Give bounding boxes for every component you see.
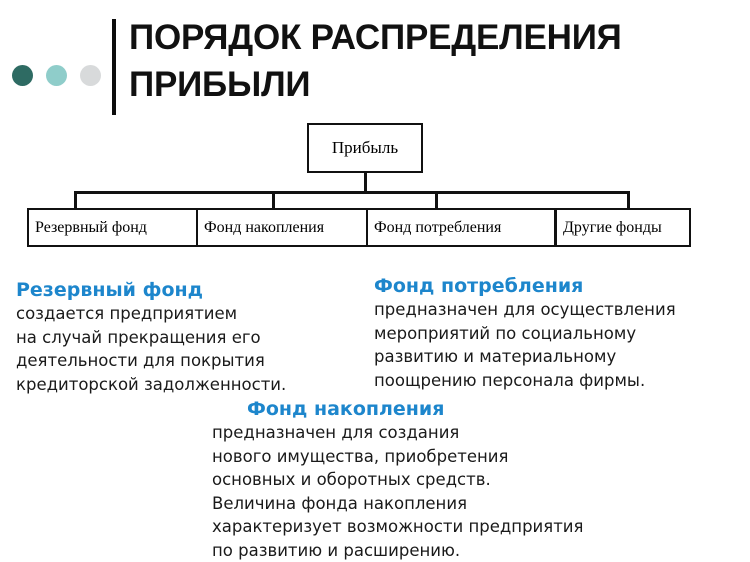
connector-horizontal-bus: [74, 191, 630, 194]
diagram-node-consumption-fund-label: Фонд потребления: [374, 218, 502, 236]
description-accumulation-fund-body: предназначен для создания нового имущест…: [212, 423, 584, 560]
connector-leaf-4-vertical: [627, 191, 630, 209]
description-accumulation-fund: Фонд накопления предназначен для создани…: [212, 398, 632, 562]
connector-root-vertical: [364, 173, 367, 193]
connector-leaf-2-vertical: [272, 191, 275, 209]
description-reserve-fund-heading: Резервный фонд: [16, 279, 203, 301]
description-reserve-fund: Резервный фонд создается предприятием на…: [16, 279, 361, 396]
dot-dark-teal-icon: [12, 65, 33, 86]
diagram-node-reserve-fund: Резервный фонд: [27, 208, 209, 247]
diagram-node-accumulation-fund: Фонд накопления: [196, 208, 371, 247]
diagram-node-other-funds: Другие фонды: [555, 208, 691, 247]
decorative-dots: [12, 65, 101, 86]
diagram-node-consumption-fund: Фонд потребления: [366, 208, 556, 247]
description-consumption-fund-body: предназначен для осуществления мероприят…: [374, 300, 676, 390]
diagram-node-accumulation-fund-label: Фонд накопления: [204, 218, 325, 236]
slide-header: Порядок распределения прибыли: [0, 0, 750, 120]
description-reserve-fund-body: создается предприятием на случай прекращ…: [16, 304, 287, 394]
dot-light-teal-icon: [46, 65, 67, 86]
description-consumption-fund: Фонд потребления предназначен для осущес…: [370, 275, 745, 392]
description-consumption-fund-heading: Фонд потребления: [374, 275, 584, 297]
diagram-node-other-funds-label: Другие фонды: [563, 218, 662, 236]
connector-leaf-3-vertical: [435, 191, 438, 209]
connector-leaf-1-vertical: [74, 191, 77, 209]
diagram-node-root: Прибыль: [307, 123, 423, 173]
header-divider-bar: [112, 19, 116, 115]
page-title: Порядок распределения прибыли: [129, 18, 622, 104]
dot-grey-icon: [80, 65, 101, 86]
profit-distribution-diagram: Прибыль Резервный фонд Фонд накопления Ф…: [0, 118, 750, 253]
diagram-node-root-label: Прибыль: [331, 138, 399, 157]
description-accumulation-fund-heading: Фонд накопления: [247, 398, 445, 420]
diagram-node-reserve-fund-label: Резервный фонд: [35, 218, 147, 236]
